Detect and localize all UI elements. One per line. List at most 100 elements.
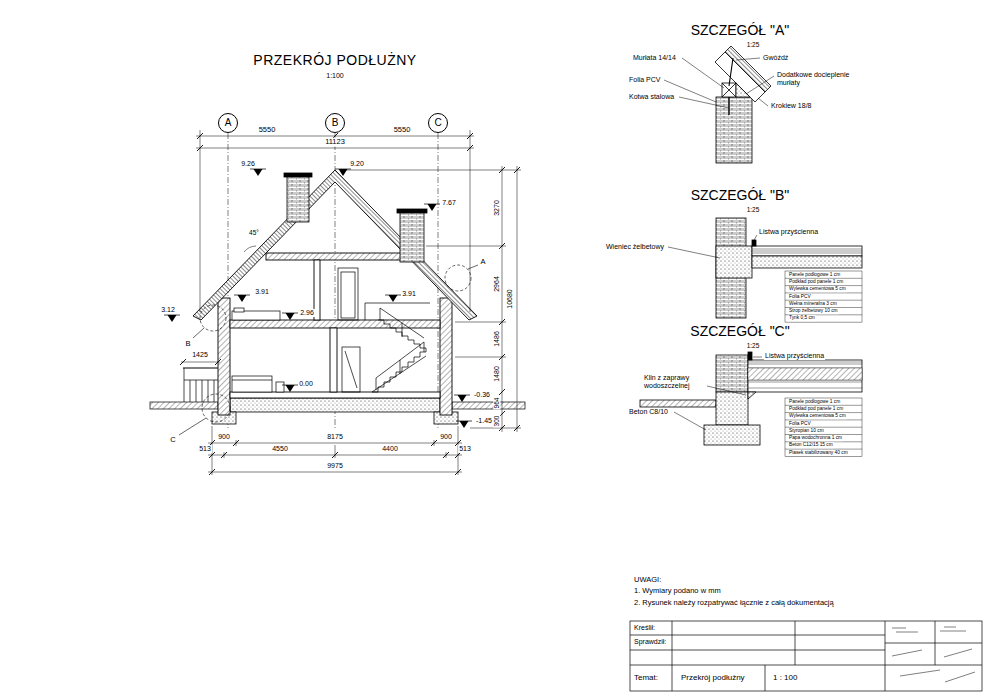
detail-b-drawing [752,256,862,268]
layer-cell: Tynk 0,5 cm [788,316,816,322]
part-label: Murłata 14/14 [632,54,677,62]
elevation-mark [164,169,472,428]
door [338,268,360,392]
leader-line [746,76,774,94]
layer-table [785,278,862,315]
terrace [184,380,218,381]
dimension-text: 9975 [326,462,344,470]
grid-axis-circle: B [325,113,345,133]
title-block-cell: Sprawdził: [633,638,667,646]
dimension-line [197,133,473,151]
elevation-mark [385,295,401,302]
elevation-mark [250,169,266,176]
chimney [400,212,424,262]
detail-c-drawing [748,352,752,360]
detail-c-drawing [748,362,862,388]
elevation-text: 2.96 [299,309,315,317]
layer-table [785,271,862,322]
dimension-text: 300 [493,415,500,428]
stairs [372,356,426,392]
part-label: Dodatkowe docieplenie murłaty [776,71,858,87]
stairs [376,308,424,390]
detail-a-drawing [716,97,752,163]
detail-title: SZCZEGÓŁ "C" [689,323,790,339]
roof [193,170,477,320]
grid-axis-circle: C [428,113,448,133]
scale-text: 1:25 [746,41,761,48]
part-label: Kotwa stalowa [628,93,675,101]
dimension-text: 513 [198,445,212,453]
elevation-text: 9.20 [349,160,365,168]
detail-a-drawing [728,97,729,115]
ground [452,402,525,409]
layer-cell: Folia PCV [788,294,812,300]
leader-line [674,357,762,430]
dimension-line [335,445,336,458]
scale-text: 1:25 [746,342,761,349]
grid-axis-circle: A [218,113,238,133]
layer-cell: Podkład pod panele 1 cm [788,406,844,412]
layer-cell: Strop żelbetowy 10 cm [788,308,839,314]
wall [218,253,452,415]
axis-letter: B [332,118,339,128]
dimension-line [517,166,518,432]
dimension-text: 900 [217,433,231,441]
wall [230,320,440,328]
stairs [372,352,426,392]
detail-callout [179,418,206,435]
terrace [183,367,218,368]
layer-table [785,405,862,449]
dimension-text: 900 [439,433,453,441]
detail-b-drawing [752,249,862,253]
furniture [234,308,244,312]
dimension-line [244,246,256,252]
layer-table [785,271,862,322]
elevation-mark [454,395,470,402]
part-label: Gwóźdź [762,54,789,62]
dimension-line [426,246,506,247]
chimney [287,176,309,222]
part-label: Krokiew 18/8 [770,102,812,110]
furniture [276,382,284,392]
part-label: Listwa przyścienna [764,352,825,360]
callout-letter: C [169,436,176,445]
dimension-line [208,472,462,473]
part-label: Beton C8/10 [628,408,669,416]
part-label: Klin z zaprawy wodoszczelnej [643,374,707,390]
furniture [232,380,272,381]
layer-cell: Panele podłogowe 1 cm [788,272,841,278]
layer-cell: Piasek stabilizowany 40 cm [788,450,849,456]
elevation-text: 7.67 [441,199,457,207]
title-block [630,621,982,691]
detail-a-drawing [729,58,733,86]
detail-b-drawing [752,240,756,246]
door [338,268,358,320]
dimension-line [499,167,520,431]
foundation [212,398,458,424]
detail-callout [193,328,204,338]
dimension-line [196,148,474,149]
title-block [672,621,935,691]
elevation-text: -1.45 [475,417,493,425]
dimension-text: 964 [493,397,500,410]
detail-c-drawing [716,355,748,392]
dimension-line [209,440,461,475]
dimension-text: 4550 [271,445,289,453]
elevation-mark [456,421,472,428]
detail-b-drawing [716,218,862,318]
dimension-line [455,322,506,323]
elevation-text: 3.91 [401,290,417,298]
note-text: UWAGI: [633,576,662,585]
layer-cell: Wełna mineralna 3 cm [788,301,838,307]
detail-title: SZCZEGÓŁ "B" [690,187,791,203]
leader-line [668,235,757,258]
dimension-text: 3270 [493,199,501,217]
leader-line [758,98,768,106]
wall [440,298,452,415]
leader-line [674,412,706,430]
furniture [232,376,272,392]
terrace [184,368,185,402]
leader-line [679,97,729,108]
dimension-text: 1486 [493,330,501,348]
